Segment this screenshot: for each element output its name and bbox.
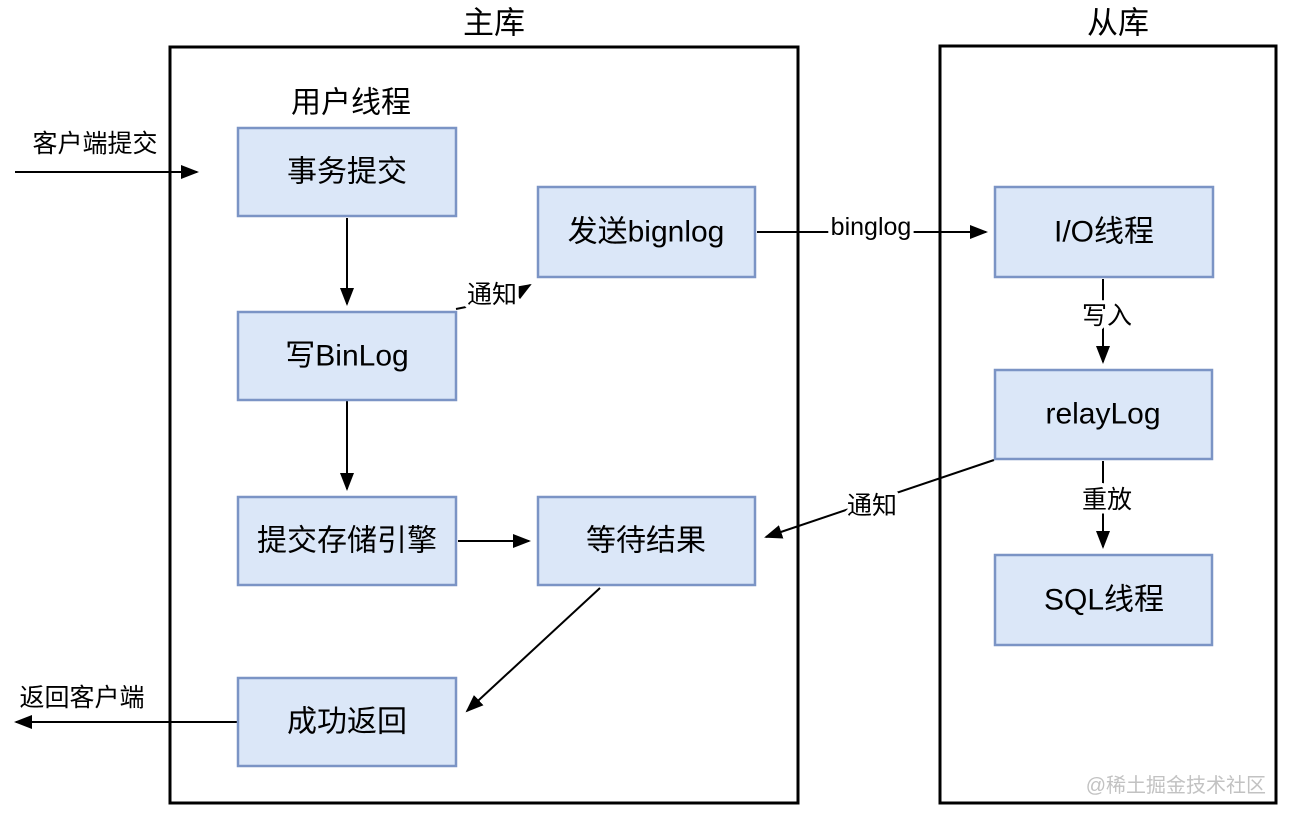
node-transaction-commit-label: 事务提交 [287,156,407,189]
slave-group: 从库 [938,6,1278,805]
master-group-box [168,45,800,805]
node-wait-result-box [536,495,757,587]
edge-label-replay: 重放 [1082,486,1132,514]
node-transaction-commit: 事务提交 [236,126,458,218]
node-sql-thread: SQL线程 [993,553,1214,647]
node-commit-storage-engine-label: 提交存储引擎 [257,525,437,558]
node-send-binlog-box [536,185,757,279]
node-write-binlog: 写BinLog [236,310,458,402]
master-group-title: 主库 [463,6,525,41]
edge-label-write-in: 写入 [1082,302,1132,330]
node-sql-thread-label: SQL线程 [1044,584,1164,617]
node-success-return: 成功返回 [236,676,458,768]
node-relay-log: relayLog [993,368,1214,461]
node-transaction-commit-box [236,126,458,218]
node-io-thread-box [993,185,1215,279]
node-relay-log-label: relayLog [1045,398,1160,431]
node-commit-storage-engine-box [236,495,458,587]
slave-group-title: 从库 [1087,6,1149,41]
node-commit-storage-engine: 提交存储引擎 [236,495,458,587]
edge-label-notify-binlog: 通知 [467,281,517,309]
edge-label-client-submit: 客户端提交 [32,130,157,158]
node-wait-result: 等待结果 [536,495,757,587]
edge-label-return-client: 返回客户端 [19,684,144,712]
edge-writebinlog-to-sendbinlog-arrow [455,283,532,310]
node-write-binlog-label: 写BinLog [285,340,408,373]
master-group: 主库 [168,6,800,805]
watermark: @稀土掘金技术社区 [1086,774,1266,797]
node-send-binlog-label: 发送bignlog [568,216,725,249]
slave-group-box [938,44,1278,805]
node-sql-thread-box [993,553,1214,647]
edge-label-notify-result: 通知 [847,492,897,520]
edge-wait-to-success-arrow [465,587,601,713]
node-success-return-box [236,676,458,768]
node-write-binlog-box [236,310,458,402]
edge-relaylog-to-wait-arrow [764,459,995,539]
node-success-return-label: 成功返回 [287,706,407,739]
node-relay-log-box [993,368,1214,461]
user-thread-label: 用户线程 [291,87,411,120]
node-wait-result-label: 等待结果 [586,525,706,558]
node-io-thread-label: I/O线程 [1054,216,1154,249]
edge-label-binglog: binglog [831,213,912,241]
node-io-thread: I/O线程 [993,185,1215,279]
node-send-binlog: 发送bignlog [536,185,757,279]
